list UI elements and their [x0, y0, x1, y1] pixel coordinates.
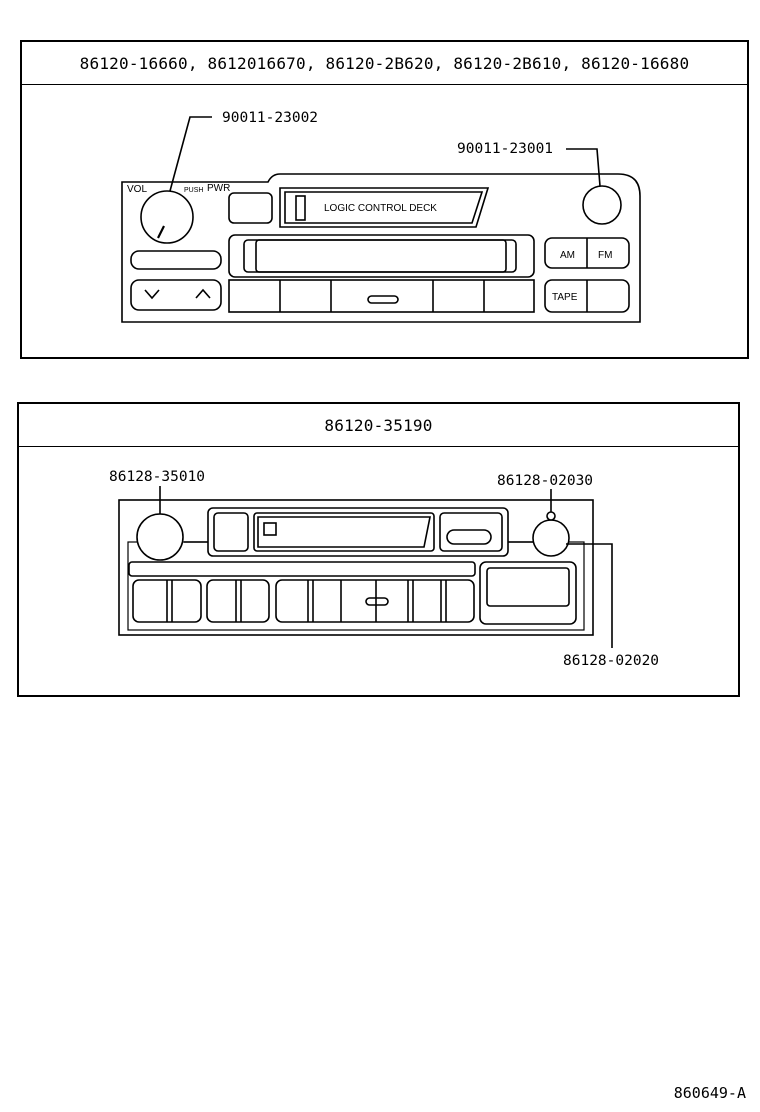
callout-line-90011-23001 [566, 148, 601, 187]
radio-1-square-button [228, 192, 273, 224]
right-knob-2 [532, 519, 570, 557]
callout-86128-35010: 86128-35010 [109, 469, 205, 485]
callout-90011-23001: 90011-23001 [457, 141, 553, 157]
radio-2-long-slot [128, 561, 476, 577]
panel-1-part-numbers: 86120-16660, 8612016670, 86120-2B620, 86… [22, 42, 747, 85]
radio-2-button-group-2 [206, 579, 270, 623]
diagram-reference-code: 860649-A [673, 1084, 746, 1102]
radio-1-faceplate [121, 173, 641, 323]
fm-label: FM [598, 250, 612, 261]
callout-86128-02020: 86128-02020 [563, 653, 659, 669]
vol-label: VOL [127, 184, 147, 195]
radio-1-display-window [243, 239, 517, 273]
callout-86128-02030: 86128-02030 [497, 473, 593, 489]
tape-label: TAPE [552, 292, 578, 303]
panel-2-part-number: 86120-35190 [19, 404, 738, 447]
volume-knob-1 [140, 190, 194, 244]
callout-line-90011-23002 [169, 116, 212, 192]
callout-90011-23002: 90011-23002 [222, 110, 318, 126]
am-label: AM [560, 250, 575, 261]
radio-1-preset-row [228, 279, 535, 313]
up-arrow-icon [195, 288, 211, 299]
radio-unit-1 [121, 173, 641, 323]
pwr-label: PWR [207, 183, 230, 194]
radio-1-long-button [130, 250, 222, 270]
radio-1-display-outer [228, 234, 535, 278]
cassette-door-1 [279, 187, 490, 228]
radio-1-seek-buttons [130, 279, 222, 311]
down-arrow-icon [144, 289, 160, 300]
radio-2-preset-row [275, 579, 475, 623]
cassette-frame-2 [207, 507, 509, 557]
radio-panel-1: 86120-16660, 8612016670, 86120-2B620, 86… [20, 40, 749, 359]
radio-unit-2 [118, 499, 594, 636]
radio-2-faceplate [118, 499, 594, 636]
callout-line-86128-02020 [566, 543, 613, 648]
volume-knob-indicator [157, 225, 165, 239]
radio-2-display-block [479, 561, 577, 625]
tune-knob-1 [582, 185, 622, 225]
push-label: PUSH [184, 187, 203, 194]
left-knob-2 [136, 513, 184, 561]
deck-label: LOGIC CONTROL DECK [324, 203, 437, 214]
